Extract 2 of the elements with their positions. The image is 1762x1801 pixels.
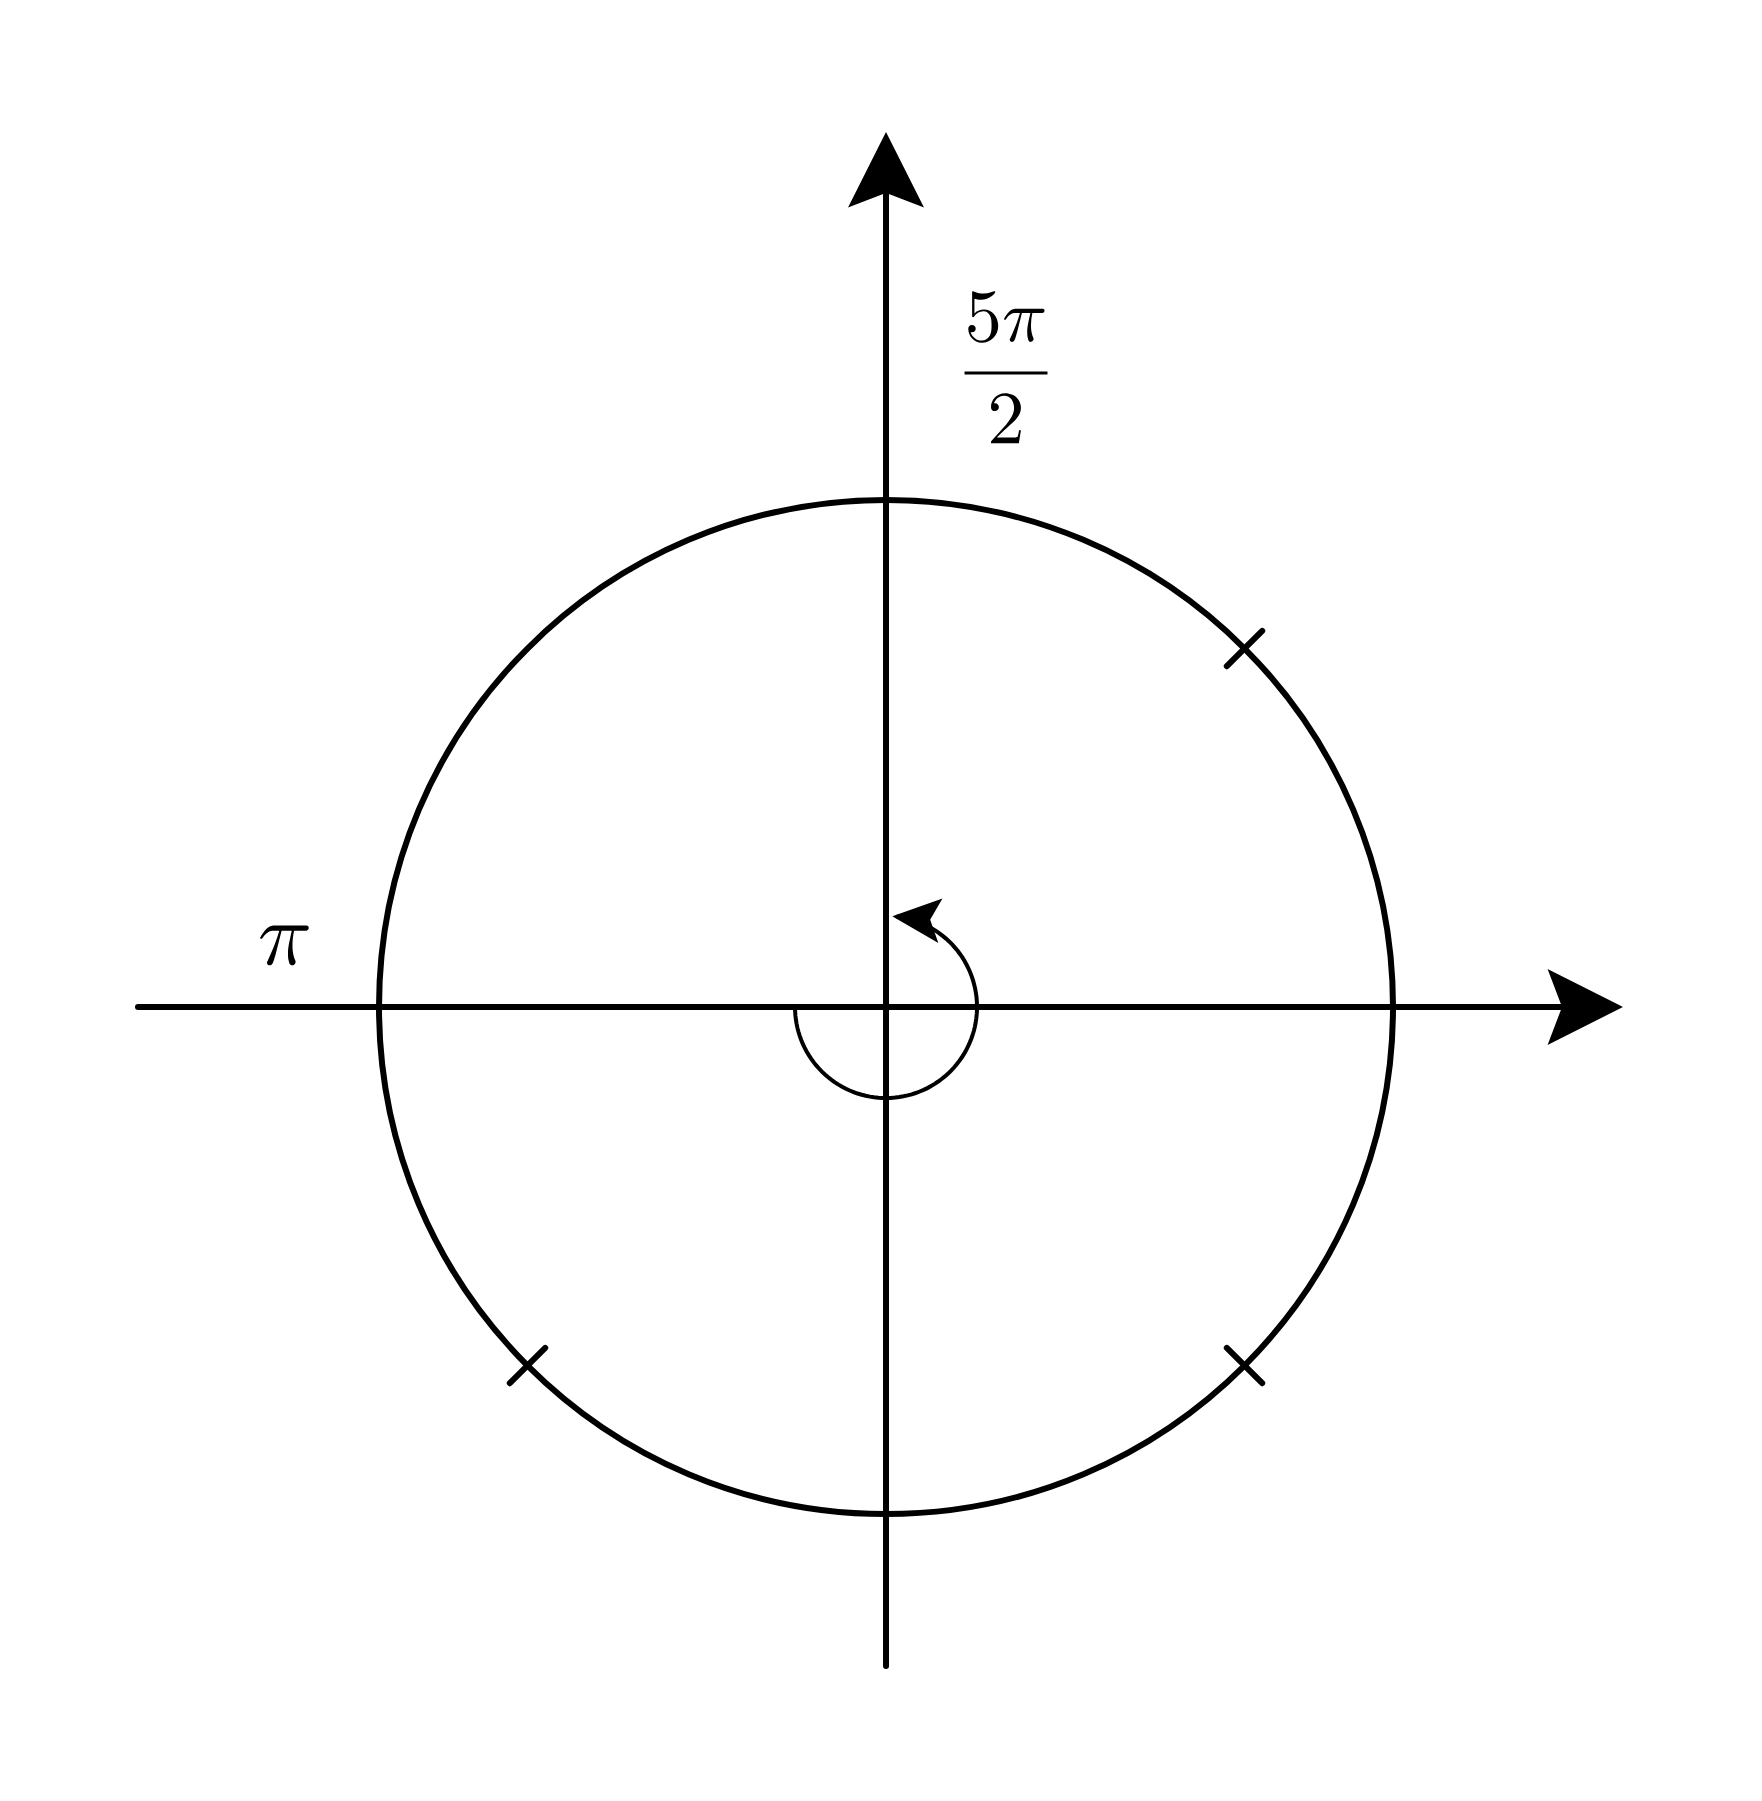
axis-label: $\frac{5\pi}{2}$ <box>964 291 1048 444</box>
axis-label: $\pi$ <box>260 925 309 966</box>
